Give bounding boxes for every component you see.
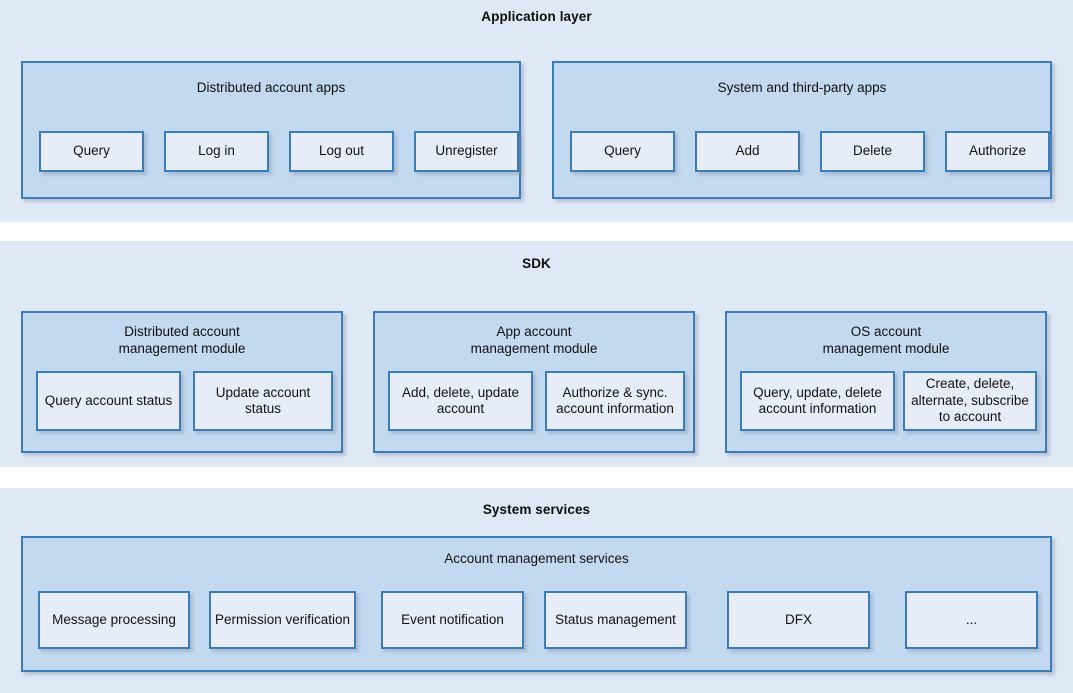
group-system-and-third-party-apps: System and third-party apps Query Add De…	[552, 61, 1052, 199]
group-title-os-account-management-module: OS account management module	[727, 324, 1045, 357]
cell-query-account-status[interactable]: Query account status	[36, 371, 181, 431]
group-app-account-management-module: App account management module Add, delet…	[373, 311, 695, 453]
cell-message-processing[interactable]: Message processing	[38, 591, 190, 649]
cell-authorize-sync-account-information[interactable]: Authorize & sync. account information	[545, 371, 685, 431]
cell-log-out[interactable]: Log out	[289, 131, 394, 172]
group-title-app-account-management-module: App account management module	[375, 324, 693, 357]
layer-title-sdk: SDK	[522, 256, 551, 271]
layer-sdk: SDK Distributed account management modul…	[0, 241, 1073, 467]
cell-permission-verification[interactable]: Permission verification	[209, 591, 356, 649]
cell-delete[interactable]: Delete	[820, 131, 925, 172]
cell-status-management[interactable]: Status management	[544, 591, 687, 649]
layer-application: Application layer Distributed account ap…	[0, 0, 1073, 222]
group-title-distributed-account-management-module: Distributed account management module	[23, 324, 341, 357]
group-title-account-management-services: Account management services	[444, 551, 629, 566]
cell-dfx[interactable]: DFX	[727, 591, 870, 649]
layer-title-application: Application layer	[481, 9, 592, 24]
group-title-line-2: management module	[470, 340, 598, 356]
cell-update-account-status[interactable]: Update account status	[193, 371, 333, 431]
cell-event-notification[interactable]: Event notification	[381, 591, 524, 649]
group-account-management-services: Account management services Message proc…	[21, 536, 1052, 672]
group-os-account-management-module: OS account management module Query, upda…	[725, 311, 1047, 453]
group-title-line-1: OS account	[850, 324, 922, 339]
group-title-line-1: App account	[496, 324, 572, 339]
layer-title-system-services: System services	[482, 502, 591, 517]
cell-query-update-delete-account-information[interactable]: Query, update, delete account informatio…	[740, 371, 895, 431]
layer-system-services: System services Account management servi…	[0, 488, 1073, 693]
cell-unregister[interactable]: Unregister	[414, 131, 519, 172]
cell-log-in[interactable]: Log in	[164, 131, 269, 172]
cell-query-system[interactable]: Query	[570, 131, 675, 172]
cell-create-delete-alternate-subscribe-to-account[interactable]: Create, delete, alternate, subscribe to …	[903, 371, 1037, 431]
group-title-system-and-third-party-apps: System and third-party apps	[717, 80, 887, 95]
cell-add-delete-update-account[interactable]: Add, delete, update account	[388, 371, 533, 431]
group-title-line-1: Distributed account	[124, 324, 240, 339]
cell-add[interactable]: Add	[695, 131, 800, 172]
group-title-line-2: management module	[118, 340, 246, 356]
cell-query[interactable]: Query	[39, 131, 144, 172]
group-distributed-account-apps: Distributed account apps Query Log in Lo…	[21, 61, 521, 199]
cell-ellipsis[interactable]: ...	[905, 591, 1038, 649]
cell-authorize[interactable]: Authorize	[945, 131, 1050, 172]
group-distributed-account-management-module: Distributed account management module Qu…	[21, 311, 343, 453]
group-title-distributed-account-apps: Distributed account apps	[196, 80, 346, 95]
group-title-line-2: management module	[822, 340, 950, 356]
